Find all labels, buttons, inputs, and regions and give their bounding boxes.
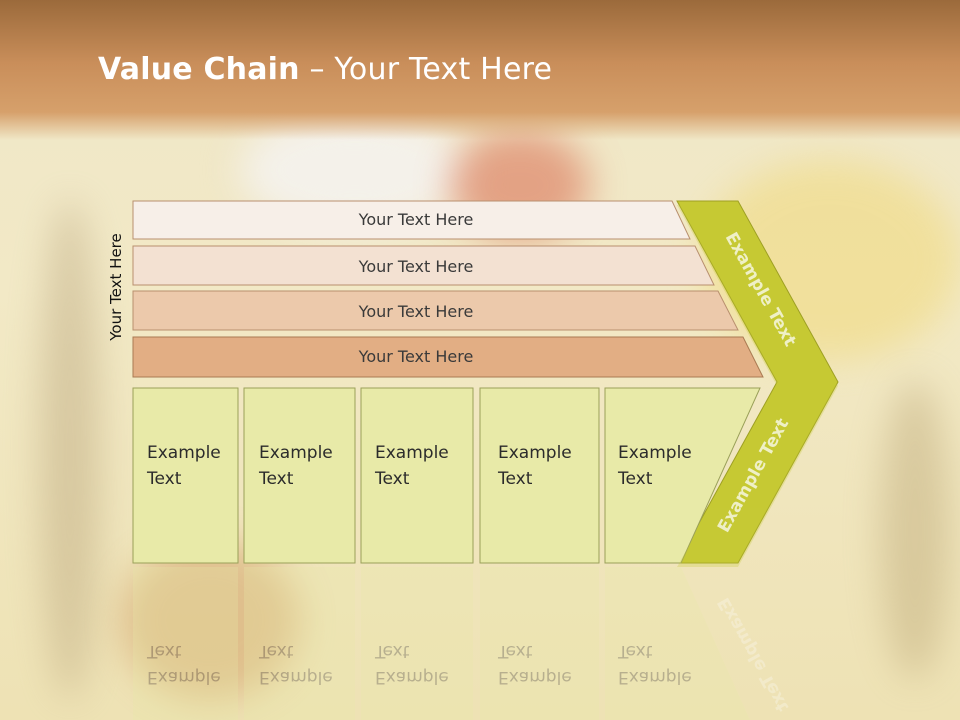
bar-2: Your Text Here [132,245,715,286]
reflection: Example Text Example Text Example Text E… [133,205,838,720]
title-band [0,0,960,140]
background-blur-shape [40,200,100,700]
box-5-line1: Example [618,443,692,463]
reflection-box-3-line1: Example [375,667,449,687]
box-4-line1: Example [498,443,572,463]
bar-4-shape [132,336,764,378]
box-5-shape [604,387,761,564]
chevron-shape [676,200,839,564]
reflection-box-2-line2: Text [258,641,294,661]
reflection-box-3-line2: Text [374,641,410,661]
bar-1-label: Your Text Here [358,210,474,229]
box-2-shape [243,387,356,564]
box-1-shape [132,387,239,564]
reflection-box-5-line2: Text [617,641,653,661]
bar-1-shape [132,200,691,240]
box-2-line1: Example [259,443,333,463]
box-3: Example Text [360,387,474,564]
box-1-line1: Example [147,443,221,463]
box-5-line2: Text [617,469,653,489]
box-2: Example Text [243,387,356,564]
reflection-chevron [677,205,838,567]
box-3-shape [360,387,474,564]
box-3-line2: Text [374,469,410,489]
box-3-line1: Example [375,443,449,463]
background-blur-shape [120,540,300,700]
reflection-box-2 [244,567,355,720]
bar-4-label: Your Text Here [358,347,474,366]
box-4: Example Text [479,387,600,564]
reflection-box-5 [605,567,751,720]
box-2-line2: Text [258,469,294,489]
slide-title: Value Chain – Your Text Here [98,52,552,87]
reflection-box-1-line2: Text [146,641,182,661]
reflection-box-4 [480,567,599,720]
reflection-box-1 [133,567,238,720]
title-rest: – Your Text Here [299,52,553,87]
reflection-box-5-line1: Example [618,667,692,687]
bar-2-label: Your Text Here [358,257,474,276]
reflection-box-2-line1: Example [259,667,333,687]
bar-1: Your Text Here [132,200,691,240]
title-bold: Value Chain [98,52,300,87]
bar-2-shape [132,245,715,286]
chevron-arrow: Example Text Example Text [676,200,839,564]
reflection-box-4-line1: Example [498,667,572,687]
box-4-line2: Text [497,469,533,489]
reflection-box-1-line1: Example [147,667,221,687]
reflection-box-4-line2: Text [497,641,533,661]
bar-3-shape [132,290,739,331]
box-5: Example Text [604,387,761,564]
bar-3: Your Text Here [132,290,739,331]
bar-3-label: Your Text Here [358,302,474,321]
box-1: Example Text [132,387,239,564]
bar-4: Your Text Here [132,336,764,378]
reflection-box-3 [361,567,473,720]
box-4-shape [479,387,600,564]
box-1-line2: Text [146,469,182,489]
background-blur-shape [880,380,950,680]
